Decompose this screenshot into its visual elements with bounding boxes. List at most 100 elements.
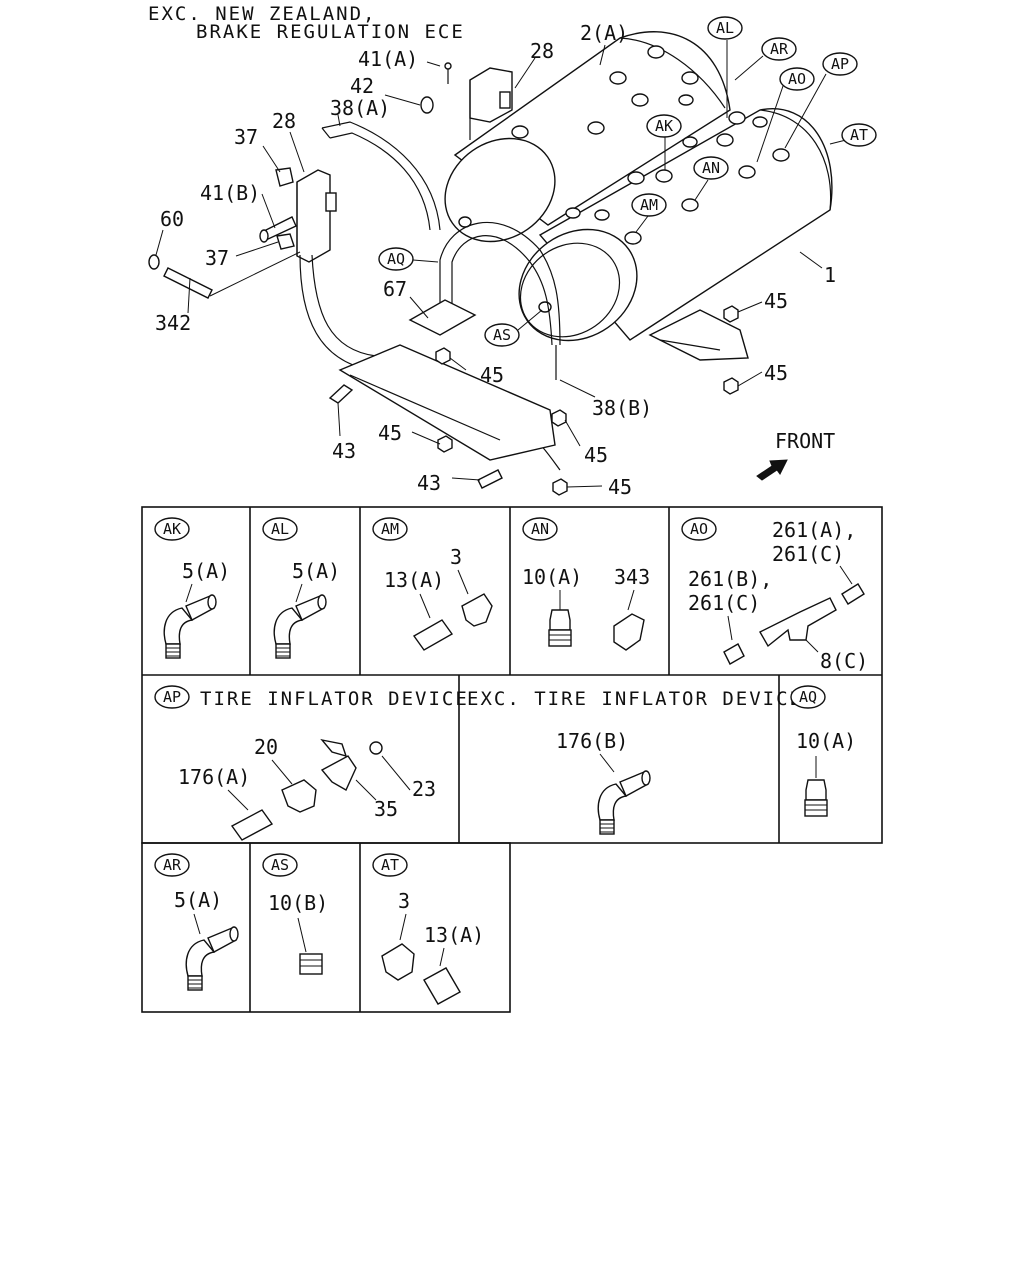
strap-38a bbox=[321, 121, 441, 231]
tag-at-text: AT bbox=[850, 126, 868, 144]
tube-icon bbox=[841, 583, 865, 605]
tag-ap: AP bbox=[822, 52, 858, 76]
callout-38a: 38(A) bbox=[330, 96, 390, 120]
panel-at-part-b: 13(A) bbox=[424, 923, 484, 947]
callout-37-top: 37 bbox=[234, 125, 258, 149]
elbow-fitting-icon bbox=[273, 594, 327, 659]
tube-icon bbox=[723, 643, 745, 665]
panel-an-part-b: 343 bbox=[614, 565, 650, 589]
bracket-28-top bbox=[469, 67, 513, 140]
tag-ap-text: AP bbox=[831, 55, 849, 73]
tee-fitting-icon bbox=[381, 943, 415, 981]
panel-an-tag: AN bbox=[531, 520, 549, 538]
tag-ao-text: AO bbox=[788, 70, 806, 88]
callout-45-bottom: 45 bbox=[608, 475, 632, 499]
callout-45-right-top: 45 bbox=[764, 289, 788, 313]
callout-45-clamp: 45 bbox=[584, 443, 608, 467]
callout-28-top: 28 bbox=[530, 39, 554, 63]
panel-as: AS 10(B) bbox=[262, 853, 328, 975]
panel-am-tag: AM bbox=[381, 520, 399, 538]
panel-aq: AQ 10(A) bbox=[790, 685, 856, 817]
panel-ao: AO 261(A), 261(C) 261(B), 261(C) 8(C) bbox=[681, 517, 868, 673]
panel-ao-part-a2: 261(C) bbox=[772, 542, 844, 566]
tag-ar-text: AR bbox=[770, 40, 789, 58]
cap-icon bbox=[320, 738, 348, 758]
elbow-fitting-icon bbox=[163, 594, 217, 659]
panel-ap: AP TIRE INFLATOR DEVICE 20 176(A) 23 35 bbox=[154, 685, 467, 841]
tag-as-text: AS bbox=[493, 326, 511, 344]
panel-ak-part: 5(A) bbox=[182, 559, 230, 583]
adapter-icon bbox=[423, 967, 461, 1005]
tag-an: AN bbox=[693, 156, 729, 180]
callout-42: 42 bbox=[350, 74, 374, 98]
panel-at-tag: AT bbox=[381, 856, 399, 874]
panel-an: AN 10(A) 343 bbox=[522, 517, 650, 651]
front-arrow-icon bbox=[756, 459, 788, 481]
panel-ap-tag: AP bbox=[163, 688, 181, 706]
panel-aq-part: 10(A) bbox=[796, 729, 856, 753]
adapter-icon bbox=[412, 619, 454, 651]
callout-43-left: 43 bbox=[332, 439, 356, 463]
tag-at: AT bbox=[841, 123, 877, 147]
panel-ak-tag: AK bbox=[163, 520, 181, 538]
panel-exc-tire-inflator: EXC. TIRE INFLATOR DEVICE 176(B) bbox=[467, 688, 801, 835]
callout-45-low-left: 45 bbox=[378, 421, 402, 445]
elbow-fitting-icon bbox=[185, 926, 239, 991]
callout-38b: 38(B) bbox=[592, 396, 652, 420]
elbow-fitting-icon bbox=[597, 770, 651, 835]
valve-icon bbox=[320, 755, 357, 791]
panel-al-tag: AL bbox=[271, 520, 289, 538]
panel-am-part-a: 13(A) bbox=[384, 568, 444, 592]
callout-60: 60 bbox=[160, 207, 184, 231]
tag-as: AS bbox=[484, 323, 520, 347]
callout-41b: 41(B) bbox=[200, 181, 260, 205]
tee-fitting-icon bbox=[281, 779, 317, 813]
tag-al: AL bbox=[707, 16, 743, 40]
callout-2a: 2(A) bbox=[580, 21, 628, 45]
panel-ao-part-a1: 261(A), bbox=[772, 518, 856, 542]
detail-panel-grid bbox=[141, 506, 883, 1013]
tee-fitting-icon bbox=[759, 597, 837, 648]
callout-67: 67 bbox=[383, 277, 407, 301]
panel-al-part: 5(A) bbox=[292, 559, 340, 583]
header-line-1: EXC. NEW ZEALAND, bbox=[148, 3, 376, 25]
adapter-icon bbox=[230, 809, 274, 841]
callout-41a: 41(A) bbox=[358, 47, 418, 71]
air-tank-assembly-drawing: 2(A) 28 41(A) 42 38(A) 28 37 41(B) 60 37… bbox=[148, 16, 877, 499]
panel-ap-part-35: 35 bbox=[374, 797, 398, 821]
callout-1: 1 bbox=[824, 263, 836, 287]
panel-am-part-b: 3 bbox=[450, 545, 462, 569]
panel-ak: AK 5(A) bbox=[154, 517, 230, 659]
tag-ar: AR bbox=[761, 37, 797, 61]
tag-al-text: AL bbox=[716, 19, 734, 37]
callout-45-right-bottom: 45 bbox=[764, 361, 788, 385]
header-line-2: BRAKE REGULATION ECE bbox=[196, 21, 465, 43]
tag-an-text: AN bbox=[702, 159, 720, 177]
tag-am: AM bbox=[631, 193, 667, 217]
panel-ar-part: 5(A) bbox=[174, 888, 222, 912]
plug-icon bbox=[804, 779, 828, 817]
tag-ak-text: AK bbox=[655, 117, 673, 135]
valve-icon bbox=[613, 613, 645, 651]
panel-exc-part: 176(B) bbox=[556, 729, 628, 753]
plug-icon bbox=[299, 953, 323, 975]
tank-ports bbox=[458, 45, 790, 313]
tee-fitting-icon bbox=[461, 593, 493, 627]
tag-ao: AO bbox=[779, 67, 815, 91]
panel-ao-part-b1: 261(B), bbox=[688, 567, 772, 591]
panel-ar: AR 5(A) bbox=[154, 853, 239, 991]
panel-ao-part-b2: 261(C) bbox=[688, 591, 760, 615]
bracket-67 bbox=[408, 299, 477, 336]
panel-ap-part-20: 20 bbox=[254, 735, 278, 759]
tag-aq: AQ bbox=[378, 247, 414, 271]
panel-am: AM 13(A) 3 bbox=[372, 517, 493, 651]
panel-as-tag: AS bbox=[271, 856, 289, 874]
leader-lines bbox=[155, 40, 847, 488]
plug-icon bbox=[548, 609, 572, 647]
panel-ao-part-c: 8(C) bbox=[820, 649, 868, 673]
cap-icon bbox=[369, 741, 383, 755]
panel-ap-part-23: 23 bbox=[412, 777, 436, 801]
panel-al: AL 5(A) bbox=[262, 517, 340, 659]
callout-37-bottom: 37 bbox=[205, 246, 229, 270]
